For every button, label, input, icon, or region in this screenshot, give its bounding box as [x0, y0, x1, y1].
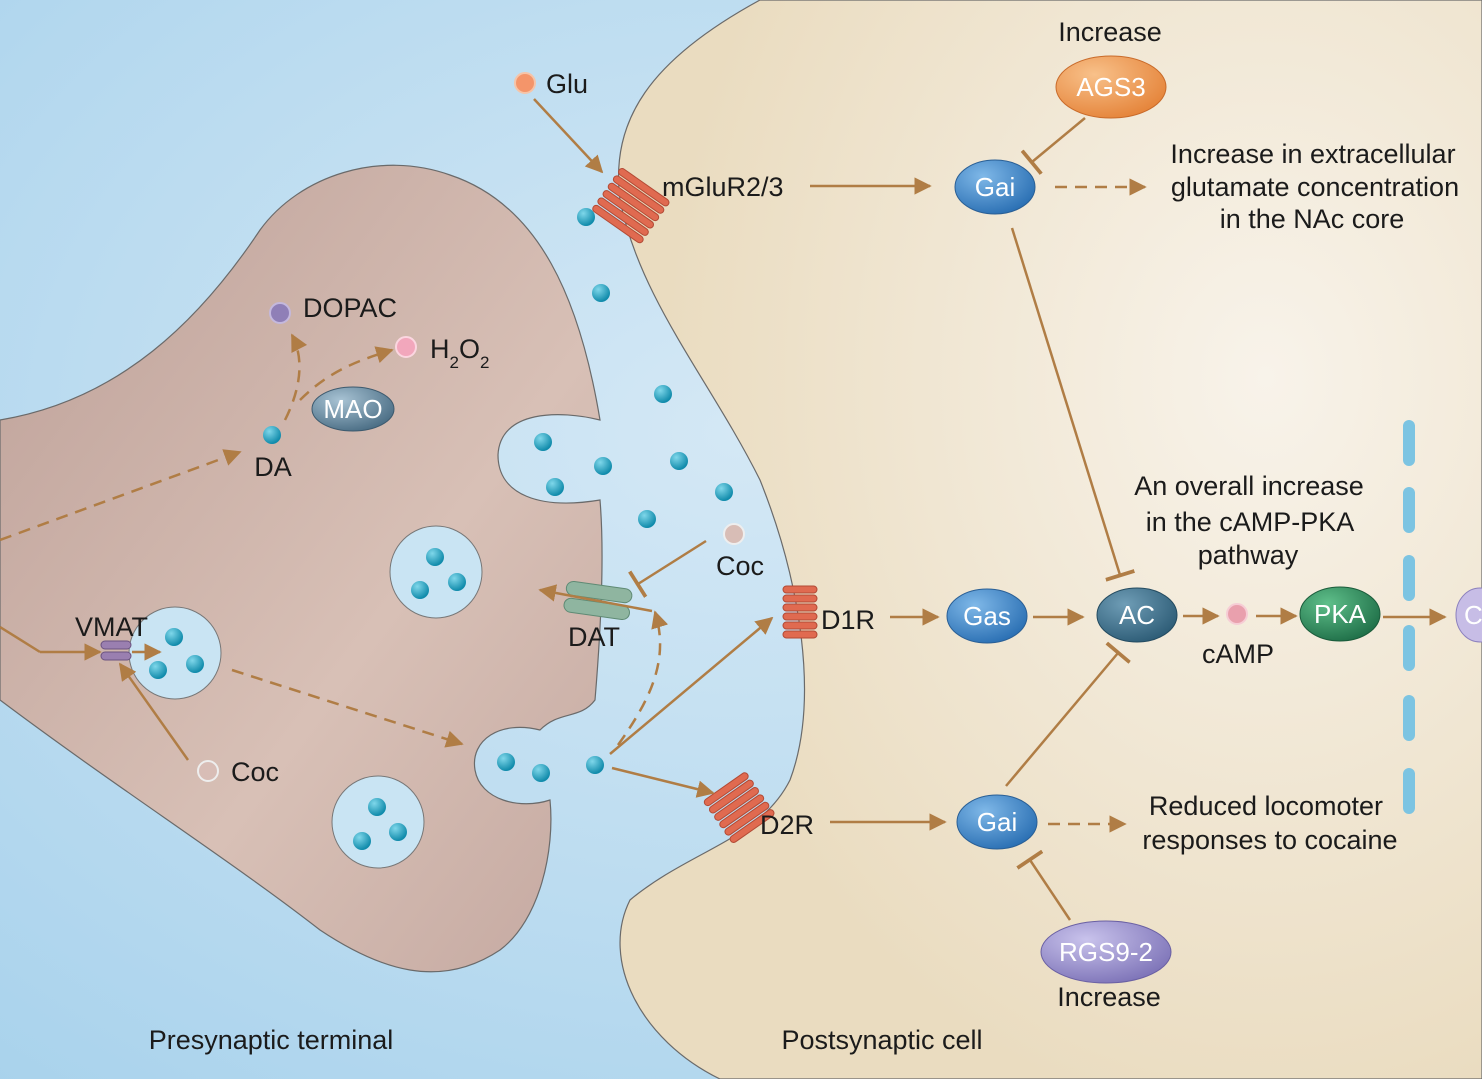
gas-label: Gas [963, 601, 1011, 631]
ags3-node: AGS3 [1055, 55, 1167, 119]
h2o2-label: H2O2 [430, 334, 489, 372]
coc-bottom-label: Coc [231, 757, 279, 787]
ac-label: AC [1119, 600, 1155, 630]
gai-bottom-node: Gai [956, 794, 1038, 850]
increase-bottom-label: Increase [1057, 982, 1161, 1012]
dopamine-molecules [149, 208, 733, 850]
dopamine-dot [534, 433, 552, 451]
glutamate-line-3: in the NAc core [1220, 204, 1405, 234]
ac-node: AC [1096, 587, 1178, 643]
overall-line-1: An overall increase [1134, 471, 1364, 501]
pathway-arrows [0, 98, 1447, 921]
synaptic-vesicle [331, 775, 425, 869]
cocaine-dot [197, 760, 219, 782]
dopamine-dot [592, 284, 610, 302]
ags3-label: AGS3 [1076, 72, 1145, 102]
mglur-label: mGluR2/3 [662, 172, 784, 202]
d2r-label: D2R [760, 810, 814, 840]
dopamine-dot [594, 457, 612, 475]
dopamine-dot [546, 478, 564, 496]
gai-bottom-label: Gai [977, 807, 1017, 837]
cocaine-dot [723, 523, 745, 545]
overall-line-2: in the cAMP-PKA [1146, 507, 1355, 537]
offscreen-node: C [1455, 587, 1482, 643]
dopamine-dot [577, 208, 595, 226]
da-label: DA [254, 452, 292, 482]
gai-top-node: Gai [954, 159, 1036, 215]
vmat-label: VMAT [75, 612, 148, 642]
dopac-label: DOPAC [303, 293, 397, 323]
presynaptic-label: Presynaptic terminal [149, 1025, 394, 1055]
dopamine-dot [448, 573, 466, 591]
increase-top-label: Increase [1058, 17, 1162, 47]
dopamine-dot [353, 832, 371, 850]
dopamine-dot [165, 628, 183, 646]
offscreen-node-label: C [1464, 600, 1482, 630]
glu-label: Glu [546, 69, 588, 99]
locomotor-line-2: responses to cocaine [1142, 825, 1397, 855]
dopamine-dot [638, 510, 656, 528]
overall-line-3: pathway [1198, 540, 1299, 570]
rgs-label: RGS9-2 [1059, 937, 1153, 967]
dopamine-dot [654, 385, 672, 403]
dopamine-dot [186, 655, 204, 673]
presynaptic-terminal [0, 164, 603, 973]
d1r-label: D1R [821, 605, 875, 635]
dopamine-dot [368, 798, 386, 816]
glutamate-line-1: Increase in extracellular [1170, 139, 1455, 169]
dopamine-dot [497, 753, 515, 771]
dopac-dot [269, 302, 291, 324]
gai-top-label: Gai [975, 172, 1015, 202]
camp-label: cAMP [1202, 639, 1274, 669]
h2o2-dot [395, 336, 417, 358]
pathway-dashed-arrows [0, 178, 1147, 833]
dopamine-dot [411, 581, 429, 599]
gas-node: Gas [946, 588, 1028, 644]
glutamate-line-2: glutamate concentration [1171, 172, 1459, 202]
glutamate-dot [514, 72, 536, 94]
coc-top-label: Coc [716, 551, 764, 581]
mao-node: MAO [311, 386, 395, 432]
da-molecule-dot [263, 426, 281, 444]
mao-label: MAO [323, 394, 382, 424]
dat-label: DAT [568, 622, 620, 652]
pka-node: PKA [1299, 586, 1381, 642]
d1r-receptor [782, 585, 818, 639]
d2r-receptor [703, 772, 775, 843]
dopamine-dot [389, 823, 407, 841]
camp-dot [1226, 603, 1248, 625]
dopamine-dot [426, 548, 444, 566]
pka-label: PKA [1314, 599, 1367, 629]
dopamine-dot [532, 764, 550, 782]
nuclear-membrane-barrier [1403, 420, 1415, 814]
postsynaptic-label: Postsynaptic cell [781, 1025, 982, 1055]
dopamine-dot [586, 756, 604, 774]
dopamine-dot [670, 452, 688, 470]
synaptic-vesicle [389, 525, 483, 619]
rgs-node: RGS9-2 [1040, 920, 1172, 984]
dopamine-dot [149, 661, 167, 679]
mglur-receptor [592, 168, 670, 244]
dopamine-dot [715, 483, 733, 501]
locomotor-line-1: Reduced locomoter [1149, 791, 1383, 821]
